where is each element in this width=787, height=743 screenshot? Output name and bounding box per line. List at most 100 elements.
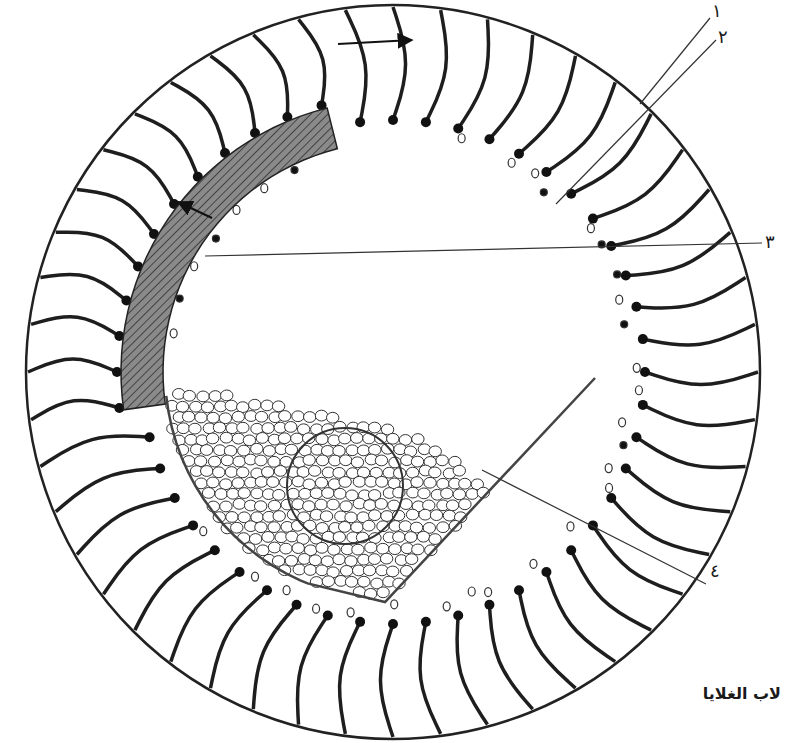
small-cell — [363, 520, 375, 531]
cell-stalk — [340, 617, 366, 734]
small-cell — [339, 477, 351, 488]
small-cell — [292, 411, 304, 422]
speck — [485, 588, 492, 597]
small-cell — [255, 455, 267, 466]
speck — [443, 602, 450, 611]
stalk-line — [40, 274, 126, 300]
cell-mass — [166, 388, 490, 599]
small-cell — [424, 477, 436, 488]
small-cell — [339, 433, 351, 444]
stalk-dot — [292, 600, 302, 610]
small-cell — [221, 455, 233, 466]
stalk-dot — [453, 124, 463, 134]
stalk-dot — [145, 432, 155, 442]
small-cell — [459, 499, 471, 510]
stalk-dot — [453, 610, 463, 620]
small-cell — [225, 467, 237, 478]
small-cell — [310, 488, 322, 499]
leader-line — [482, 470, 706, 584]
stalk-dot — [621, 271, 631, 281]
stalk-dot — [566, 189, 576, 199]
small-cell — [339, 521, 351, 532]
small-cell — [213, 422, 225, 433]
small-cell — [419, 509, 431, 520]
small-cell — [268, 522, 280, 533]
small-cell — [333, 554, 345, 565]
small-cell — [320, 511, 332, 522]
small-cell — [418, 444, 430, 455]
stalk-line — [297, 615, 327, 724]
small-cell — [316, 455, 328, 466]
small-cell — [292, 543, 304, 554]
small-cell — [340, 501, 352, 512]
cell-stalk — [77, 190, 159, 240]
small-cell — [251, 443, 263, 454]
cell-stalk — [621, 463, 730, 511]
stalk-dot — [155, 463, 165, 473]
small-cell — [368, 554, 380, 565]
speck — [635, 386, 642, 395]
stalk-dot — [566, 545, 576, 555]
small-cell — [232, 478, 244, 489]
stalk-dot — [388, 619, 398, 629]
cell-stalk — [606, 493, 709, 555]
stalk-line — [299, 19, 325, 105]
cell-stalk — [588, 150, 683, 224]
stalk-line — [380, 624, 393, 737]
stalk-line — [340, 622, 361, 734]
stalk-line — [103, 525, 193, 594]
small-cell — [268, 542, 280, 553]
small-cell — [459, 478, 471, 489]
outer-wall — [26, 5, 760, 739]
speck — [620, 442, 627, 449]
small-cell — [363, 565, 375, 576]
small-cell — [315, 477, 327, 488]
small-cell — [257, 545, 269, 556]
stalk-line — [489, 605, 532, 709]
stalk-line — [56, 232, 138, 266]
stalk-line — [135, 550, 215, 630]
small-cell — [345, 556, 357, 567]
small-cell — [233, 456, 245, 467]
small-cell — [232, 433, 244, 444]
small-cell — [225, 400, 237, 411]
small-cell — [177, 423, 189, 434]
stalk-line — [457, 615, 487, 724]
small-cell — [286, 531, 298, 542]
small-cell — [255, 411, 267, 422]
small-cell — [466, 489, 478, 500]
speck — [621, 321, 628, 328]
small-cell — [249, 399, 261, 410]
small-cell — [207, 412, 219, 423]
leader-line — [556, 40, 716, 204]
small-cell — [298, 554, 310, 565]
small-cell — [407, 487, 419, 498]
small-cell — [365, 542, 377, 553]
small-cell — [441, 488, 453, 499]
cell-stalk — [253, 600, 301, 709]
stalk-line — [171, 572, 240, 662]
small-cell — [386, 566, 398, 577]
small-cell — [200, 445, 212, 456]
stalk-line — [611, 498, 709, 555]
cell-stalk — [103, 150, 179, 209]
flow-arrow — [178, 202, 212, 218]
small-cell — [399, 521, 411, 532]
stalk-dot — [188, 520, 198, 530]
small-cell — [237, 422, 249, 433]
stalk-dot — [638, 334, 648, 344]
stalk-line — [211, 590, 268, 688]
small-cell — [375, 499, 387, 510]
small-cell — [411, 477, 423, 488]
small-cell — [280, 543, 292, 554]
stalk-line — [135, 114, 198, 177]
stalk-dot — [235, 567, 245, 577]
small-cell — [209, 391, 221, 402]
small-cell — [334, 421, 346, 432]
stalk-line — [571, 550, 651, 630]
stalk-line — [420, 622, 441, 734]
stalk-line — [489, 35, 532, 139]
cell-stalk — [638, 400, 755, 426]
stalk-line — [611, 190, 709, 247]
